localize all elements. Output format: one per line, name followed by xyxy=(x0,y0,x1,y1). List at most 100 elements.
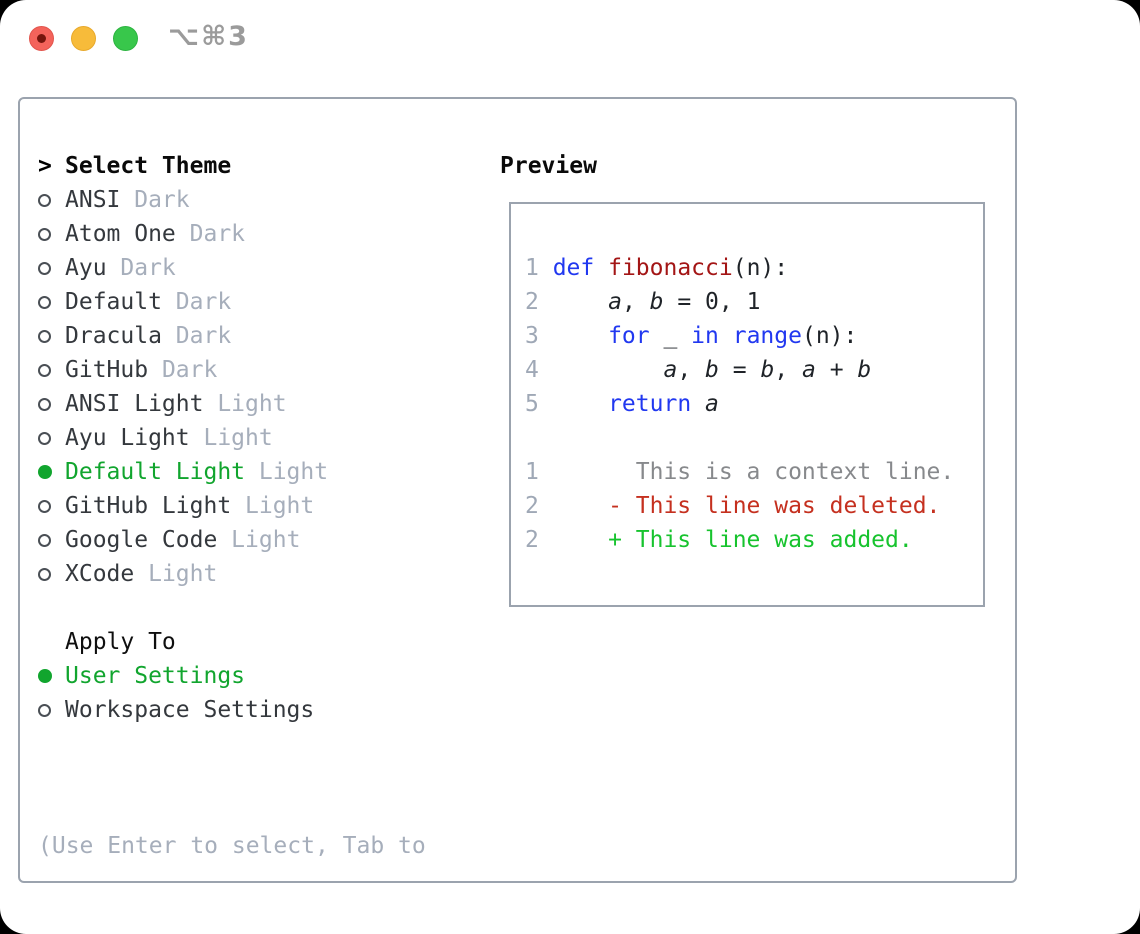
variant-tag: Dark xyxy=(106,255,176,281)
theme-option[interactable]: XCode Light xyxy=(38,557,478,591)
code-token-del: - This line was deleted. xyxy=(552,493,941,519)
code-token-pl: + xyxy=(815,357,858,383)
code-token-var: b xyxy=(649,289,664,315)
zoom-button[interactable] xyxy=(113,26,138,51)
option-label: ANSI Light xyxy=(65,391,204,417)
radio-unselected-icon xyxy=(38,261,65,275)
line-number: 1 xyxy=(525,255,539,281)
window-shortcut-label: ⌥⌘3 xyxy=(168,21,249,52)
theme-option[interactable]: GitHub Dark xyxy=(38,353,478,387)
option-label: GitHub Light xyxy=(65,493,232,519)
option-label: Atom One xyxy=(65,221,176,247)
line-number: 5 xyxy=(525,391,539,417)
theme-option[interactable]: Google Code Light xyxy=(38,523,478,557)
option-label: Ayu Light xyxy=(65,425,190,451)
code-token-var: a xyxy=(663,357,678,383)
variant-tag: Dark xyxy=(120,187,190,213)
theme-option[interactable]: ANSI Light Light xyxy=(38,387,478,421)
titlebar: ⌥⌘3 xyxy=(0,0,1140,97)
code-token-pl xyxy=(553,387,608,421)
code-line: 3 for _ in range(n): xyxy=(525,319,983,353)
line-number xyxy=(525,421,553,455)
code-line: 5 return a xyxy=(525,387,983,421)
select-theme-header: > Select Theme xyxy=(38,149,478,183)
option-label: User Settings xyxy=(65,663,246,689)
radio-unselected-icon xyxy=(38,295,65,309)
variant-tag: Light xyxy=(134,561,218,587)
traffic-lights xyxy=(29,26,138,51)
unsaved-indicator-icon xyxy=(37,34,46,43)
code-line: 2 - This line was deleted. xyxy=(525,489,983,523)
radio-unselected-icon xyxy=(38,431,65,445)
option-label: Dracula xyxy=(65,323,162,349)
apply-to-option[interactable]: Workspace Settings xyxy=(38,693,478,727)
apply-to-option[interactable]: User Settings xyxy=(38,659,478,693)
variant-tag: Light xyxy=(245,459,329,485)
radio-unselected-icon xyxy=(38,193,65,207)
option-label: GitHub xyxy=(65,357,149,383)
code-token-pl: , xyxy=(774,357,802,383)
variant-tag: Light xyxy=(189,425,273,451)
code-token-pl: , xyxy=(677,357,706,383)
code-line xyxy=(525,421,983,455)
theme-option[interactable]: Ayu Light Light xyxy=(38,421,478,455)
option-label: Default Light xyxy=(65,459,246,485)
code-token-pl: (n): xyxy=(801,323,858,349)
code-token-fn: fibonacci xyxy=(608,255,733,281)
code-token-pl xyxy=(594,251,608,285)
option-label: Workspace Settings xyxy=(65,697,315,723)
code-token-pl: = 0, 1 xyxy=(663,289,761,315)
code-line: 2 + This line was added. xyxy=(525,523,983,557)
line-number: 3 xyxy=(525,323,539,349)
theme-option[interactable]: Dracula Dark xyxy=(38,319,478,353)
option-label: Default xyxy=(65,289,162,315)
code-token-kw: in xyxy=(691,323,719,349)
code-token-pl: (n): xyxy=(732,255,789,281)
theme-option[interactable]: Default Dark xyxy=(38,285,478,319)
apply-to-header: Apply To xyxy=(38,625,478,659)
variant-tag: Dark xyxy=(161,289,232,315)
code-token-pl: _ xyxy=(649,323,692,349)
theme-option[interactable]: Atom One Dark xyxy=(38,217,478,251)
apply-to-title: Apply To xyxy=(65,629,176,655)
line-number: 2 xyxy=(525,289,539,315)
variant-tag: Dark xyxy=(148,357,218,383)
line-number: 2 xyxy=(525,493,539,519)
line-number: 2 xyxy=(525,527,539,553)
option-label: ANSI xyxy=(65,187,121,213)
option-label: Google Code xyxy=(65,527,218,553)
theme-option[interactable]: ANSI Dark xyxy=(38,183,478,217)
variant-tag: Dark xyxy=(161,323,232,349)
code-token-pl xyxy=(553,285,608,319)
radio-unselected-icon xyxy=(38,533,65,547)
radio-unselected-icon xyxy=(38,363,65,377)
theme-option[interactable]: Default Light Light xyxy=(38,455,478,489)
code-token-kw: for xyxy=(608,323,650,349)
variant-tag: Light xyxy=(203,391,287,417)
close-button[interactable] xyxy=(29,26,54,51)
code-token-var: a xyxy=(705,391,719,417)
code-token-add: + This line was added. xyxy=(552,527,913,553)
code-token-pl: = xyxy=(718,357,761,383)
option-label: XCode xyxy=(65,561,135,587)
focus-prompt-icon: > xyxy=(38,153,52,179)
help-line-1: (Use Enter to select, Tab to xyxy=(38,833,426,859)
code-token-var: b xyxy=(760,357,775,383)
theme-option[interactable]: GitHub Light Light xyxy=(38,489,478,523)
minimize-button[interactable] xyxy=(71,26,96,51)
theme-option[interactable]: Ayu Dark xyxy=(38,251,478,285)
radio-unselected-icon xyxy=(38,703,65,717)
preview-title: Preview xyxy=(500,153,597,179)
radio-unselected-icon xyxy=(38,329,65,343)
variant-tag: Light xyxy=(217,527,301,553)
code-token-pl xyxy=(553,353,664,387)
radio-selected-icon xyxy=(38,465,65,479)
radio-unselected-icon xyxy=(38,397,65,411)
